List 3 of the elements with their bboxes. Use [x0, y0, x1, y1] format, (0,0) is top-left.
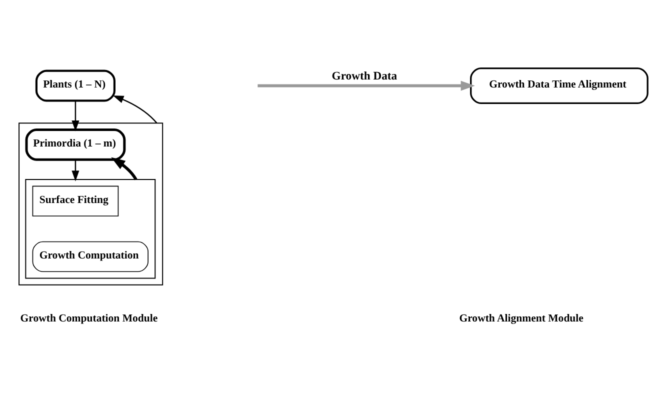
label: Growth Alignment Module: [459, 312, 584, 324]
edge-label: Growth Data: [332, 68, 398, 82]
label: Growth Computation Module: [20, 312, 158, 324]
